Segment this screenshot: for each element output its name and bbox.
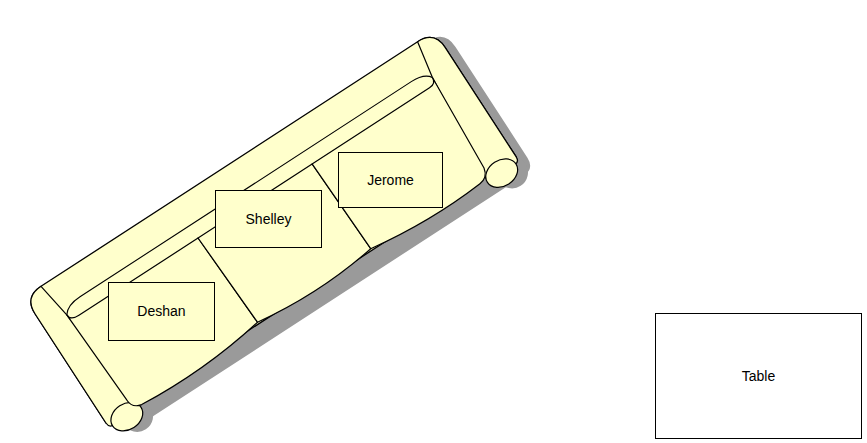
node-text: Deshan: [137, 303, 185, 320]
node-text: Table: [742, 368, 775, 385]
node-text: Jerome: [367, 172, 414, 189]
table-box: Table: [655, 313, 862, 439]
seat-label: Shelley: [215, 190, 322, 248]
seat-label: Deshan: [108, 282, 215, 341]
node-text: Shelley: [246, 211, 292, 228]
seat-label: Jerome: [338, 152, 443, 208]
